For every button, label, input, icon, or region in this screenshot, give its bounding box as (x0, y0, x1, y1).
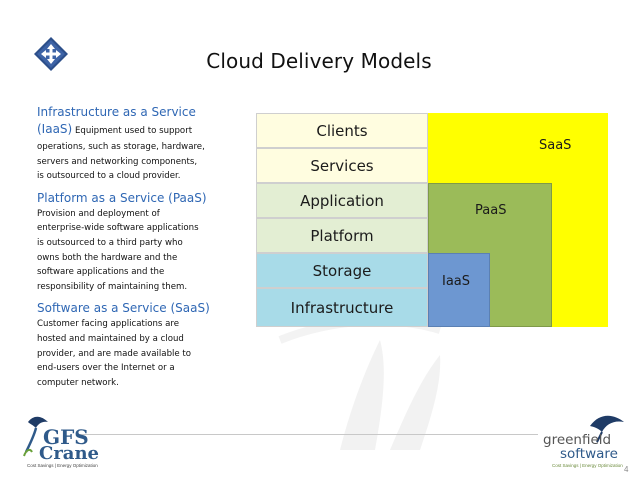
iaas-region (428, 253, 490, 327)
layer-services: Services (256, 148, 428, 183)
diamond-arrows-icon (34, 37, 68, 71)
crane-bird-icon (23, 416, 48, 457)
layer-platform: Platform (256, 218, 428, 253)
iaas-label: IaaS (442, 274, 471, 289)
page-title: Cloud Delivery Models (206, 49, 432, 73)
model-paas: Platform as a Service (PaaS) Provision a… (37, 190, 243, 295)
gfs-logo-tagline: Cost Savings | Energy Optimization (27, 463, 98, 468)
model-body-inline: Equipment used to support (72, 126, 193, 136)
greenfield-logo-line1: greenfield (543, 432, 612, 448)
model-heading: Infrastructure as a Service (37, 105, 196, 119)
paas-label: PaaS (475, 203, 507, 218)
layer-application: Application (256, 183, 428, 218)
saas-label: SaaS (539, 138, 572, 153)
model-heading-abbrev-text: (IaaS) (37, 122, 73, 136)
layer-infrastructure: Infrastructure (256, 288, 428, 327)
model-iaas: Infrastructure as a Service (IaaS) Equip… (37, 104, 243, 184)
model-body: Customer facing applications are hosted … (37, 319, 192, 388)
crane-bird-icon (590, 415, 624, 443)
footer-divider (80, 434, 538, 435)
layer-clients: Clients (256, 113, 428, 148)
greenfield-logo-line2: software (560, 446, 618, 462)
model-heading: Software as a Service (SaaS) (37, 301, 210, 316)
model-heading: Platform as a Service (PaaS) (37, 190, 207, 205)
cloud-layers-diagram: Clients Services Application Platform St… (256, 113, 608, 327)
model-body: Provision and deployment of enterprise-w… (37, 208, 199, 292)
model-saas: Software as a Service (SaaS) Customer fa… (37, 300, 243, 390)
greenfield-logo-tagline: Cost Savings | Energy Optimization (552, 463, 623, 468)
layer-storage: Storage (256, 253, 428, 288)
models-list: Infrastructure as a Service (IaaS) Equip… (37, 104, 243, 396)
model-heading-abbrev: (IaaS) Equipment used to support (37, 121, 243, 140)
page-number: 4 (624, 465, 629, 474)
gfs-logo-line1: GFS (43, 425, 89, 449)
gfs-logo-line2: Crane (39, 443, 100, 464)
model-body: operations, such as storage, hardware, s… (37, 142, 205, 182)
